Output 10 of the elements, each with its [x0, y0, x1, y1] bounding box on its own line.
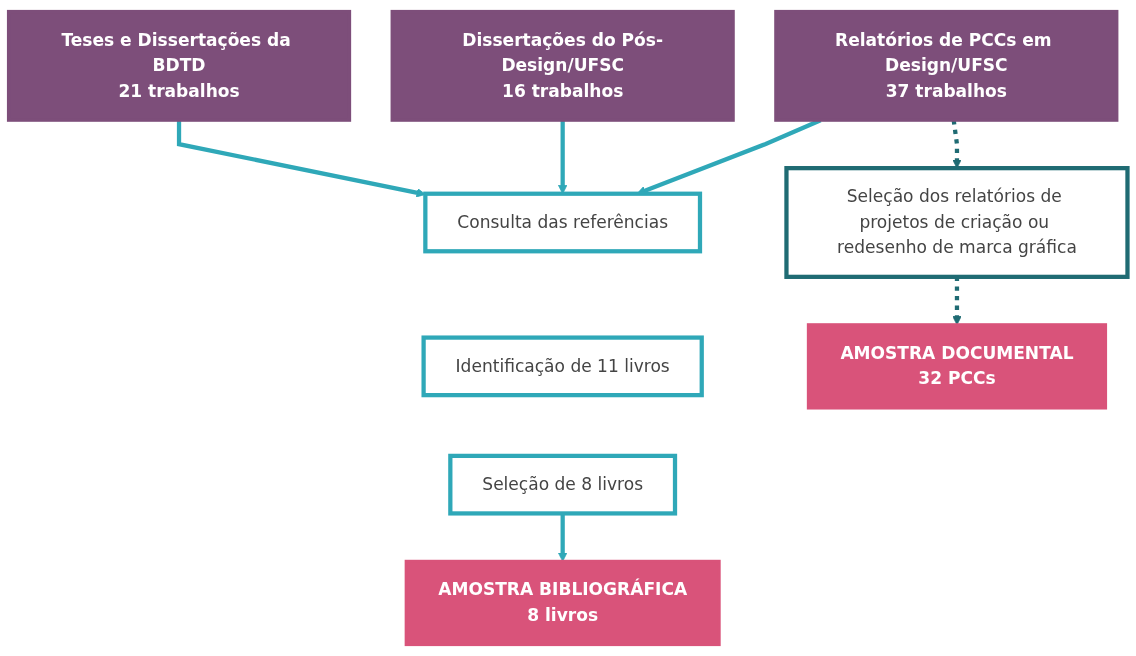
node-box: Dissertações do Pós-Design/UFSC 16 trabalhos	[390, 9, 735, 122]
arrow	[176, 120, 426, 198]
node-box: Identificação de 11 livros	[421, 335, 704, 398]
node-box: Consulta das referências	[423, 191, 703, 254]
node-box: AMOSTRA DOCUMENTAL 32 PCCs	[806, 323, 1108, 410]
node-box: Seleção dos relatórios de projetos de criação ou redesenho de marca gráfica	[784, 166, 1130, 279]
node-box: AMOSTRA BIBLIOGRÁFICA 8 livros	[404, 559, 721, 647]
node-box: Teses e Dissertações da BDTD 21 trabalhos	[6, 9, 352, 122]
node-box: Relatórios de PCCs em Design/UFSC 37 trabalhos	[774, 9, 1119, 122]
node-box: Seleção de 8 livros	[448, 453, 678, 516]
